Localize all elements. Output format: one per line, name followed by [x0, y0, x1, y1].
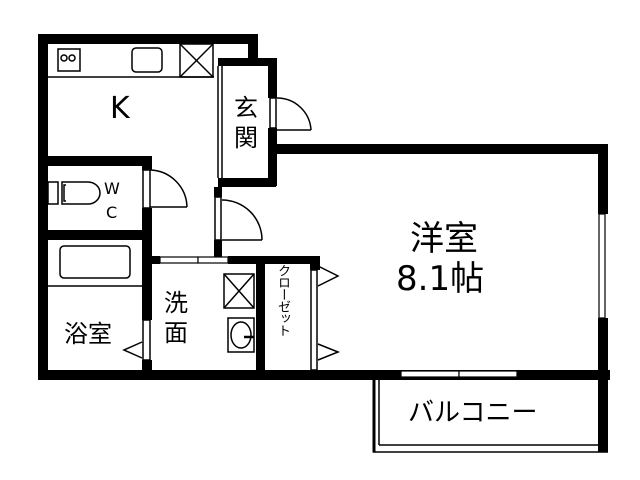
balcony-outline: [372, 379, 608, 453]
washroom-label-line1: 洗: [164, 289, 188, 317]
washroom-fixtures: [223, 273, 255, 353]
balcony-label: バルコニー: [408, 398, 538, 428]
entrance-label-line2: 関: [234, 124, 258, 152]
wc-label-line1: W: [104, 179, 120, 198]
wc-label-line2: C: [106, 203, 118, 222]
bathtub-icon: [48, 245, 142, 287]
doors: [122, 97, 341, 371]
windows: [159, 213, 606, 378]
western-room-name: 洋室: [410, 219, 478, 259]
entrance-label-line1: 玄: [234, 94, 258, 122]
western-room-size: 8.1帖: [396, 259, 485, 299]
walls: [38, 34, 610, 380]
bath-label: 浴室: [64, 320, 112, 348]
closet-label: クローゼット: [275, 264, 290, 336]
kitchen-label: K: [110, 91, 130, 126]
toilet-icon: [47, 181, 101, 205]
washroom-label-line2: 面: [164, 319, 188, 347]
kitchen-counter: [48, 43, 223, 178]
